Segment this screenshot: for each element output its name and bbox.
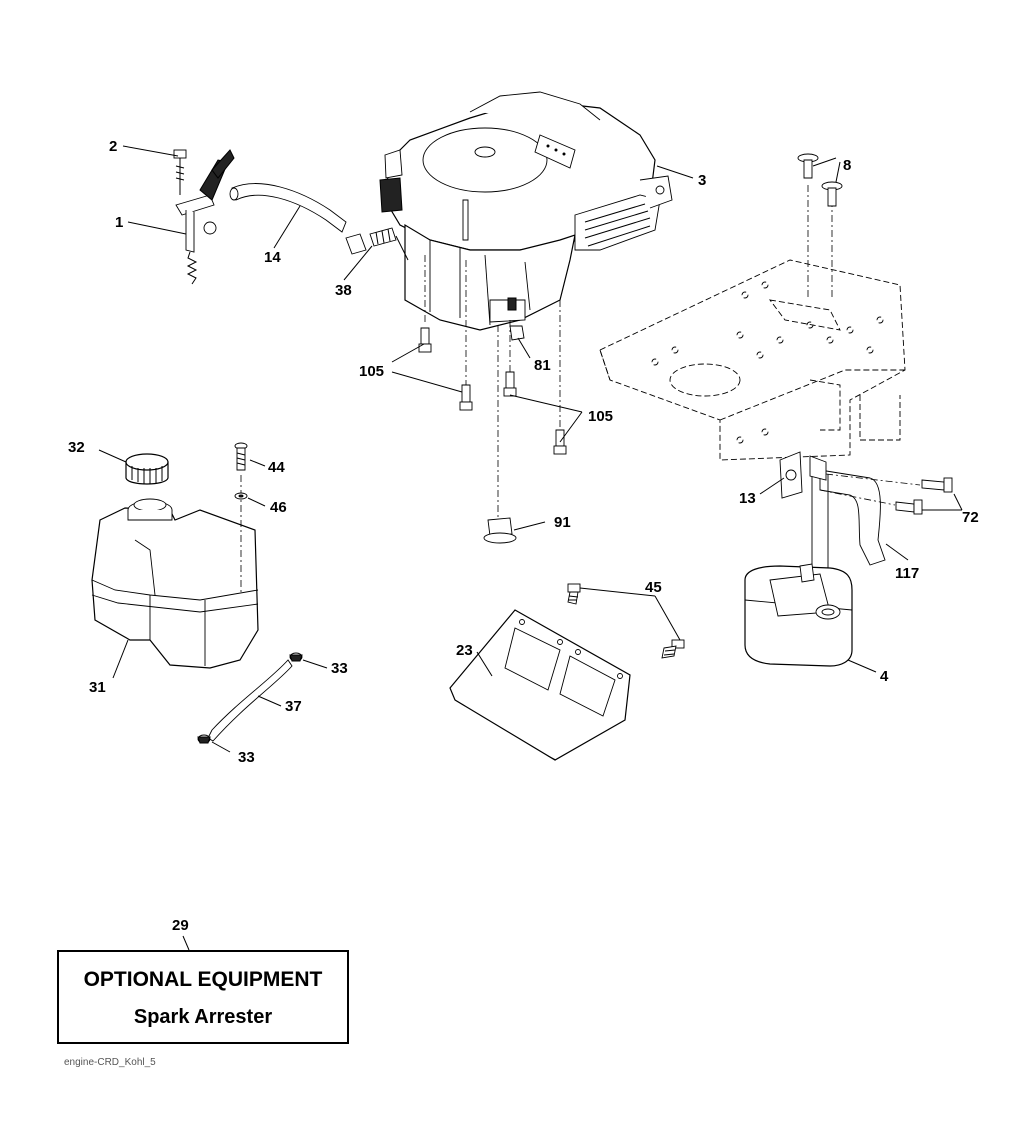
label-105-left: 105: [359, 363, 384, 380]
fuel-fitting: [369, 227, 409, 261]
label-37: 37: [285, 698, 302, 715]
label-45: 45: [645, 579, 662, 596]
fuel-cap: [125, 453, 169, 485]
tank-washer: [234, 492, 248, 500]
engine-bolts: [418, 255, 567, 520]
label-44: 44: [268, 459, 285, 476]
label-32: 32: [68, 439, 85, 456]
hose-clamp-bottom: [197, 734, 211, 744]
label-3: 3: [698, 172, 706, 189]
fuel-hose: [207, 659, 293, 742]
optional-equipment-item: Spark Arrester: [133, 1006, 273, 1028]
throttle-control: [173, 149, 235, 285]
label-13: 13: [739, 490, 756, 507]
frame-bolts: [797, 153, 843, 207]
label-81: 81: [534, 357, 551, 374]
label-29: 29: [172, 917, 189, 934]
label-117: 117: [895, 565, 919, 582]
drawing-id: engine-CRD_Kohl_5: [64, 1057, 156, 1068]
hose-clamp-top: [289, 652, 303, 662]
label-91: 91: [554, 514, 571, 531]
heat-shield: [449, 609, 631, 761]
label-38: 38: [335, 282, 352, 299]
bushing: [483, 517, 517, 544]
label-46: 46: [270, 499, 287, 516]
exhaust-bolts: [819, 473, 953, 515]
optional-equipment-title: OPTIONAL EQUIPMENT: [83, 968, 323, 991]
label-33-bottom: 33: [238, 749, 255, 766]
heat-shield-screws: [567, 583, 685, 659]
label-2: 2: [109, 138, 117, 155]
engine: [379, 91, 673, 331]
leader-lines: [98, 145, 963, 951]
label-33-top: 33: [331, 660, 348, 677]
label-1: 1: [115, 214, 123, 231]
label-72: 72: [962, 509, 979, 526]
part-labels: 2 1 3 14 38 105 81 105 91 8 13 72 117 4 …: [68, 138, 979, 934]
label-8: 8: [843, 157, 851, 174]
tractor-frame: [599, 185, 906, 461]
label-31: 31: [89, 679, 106, 696]
label-23: 23: [456, 642, 473, 659]
label-14: 14: [264, 249, 281, 266]
fuel-line: [229, 183, 367, 255]
muffler: [744, 563, 853, 667]
label-105-right: 105: [588, 408, 613, 425]
fuel-tank: [91, 498, 259, 669]
optional-equipment-box: OPTIONAL EQUIPMENT Spark Arrester: [57, 950, 349, 1044]
label-4: 4: [880, 668, 889, 685]
exhaust-gasket: [779, 451, 803, 499]
